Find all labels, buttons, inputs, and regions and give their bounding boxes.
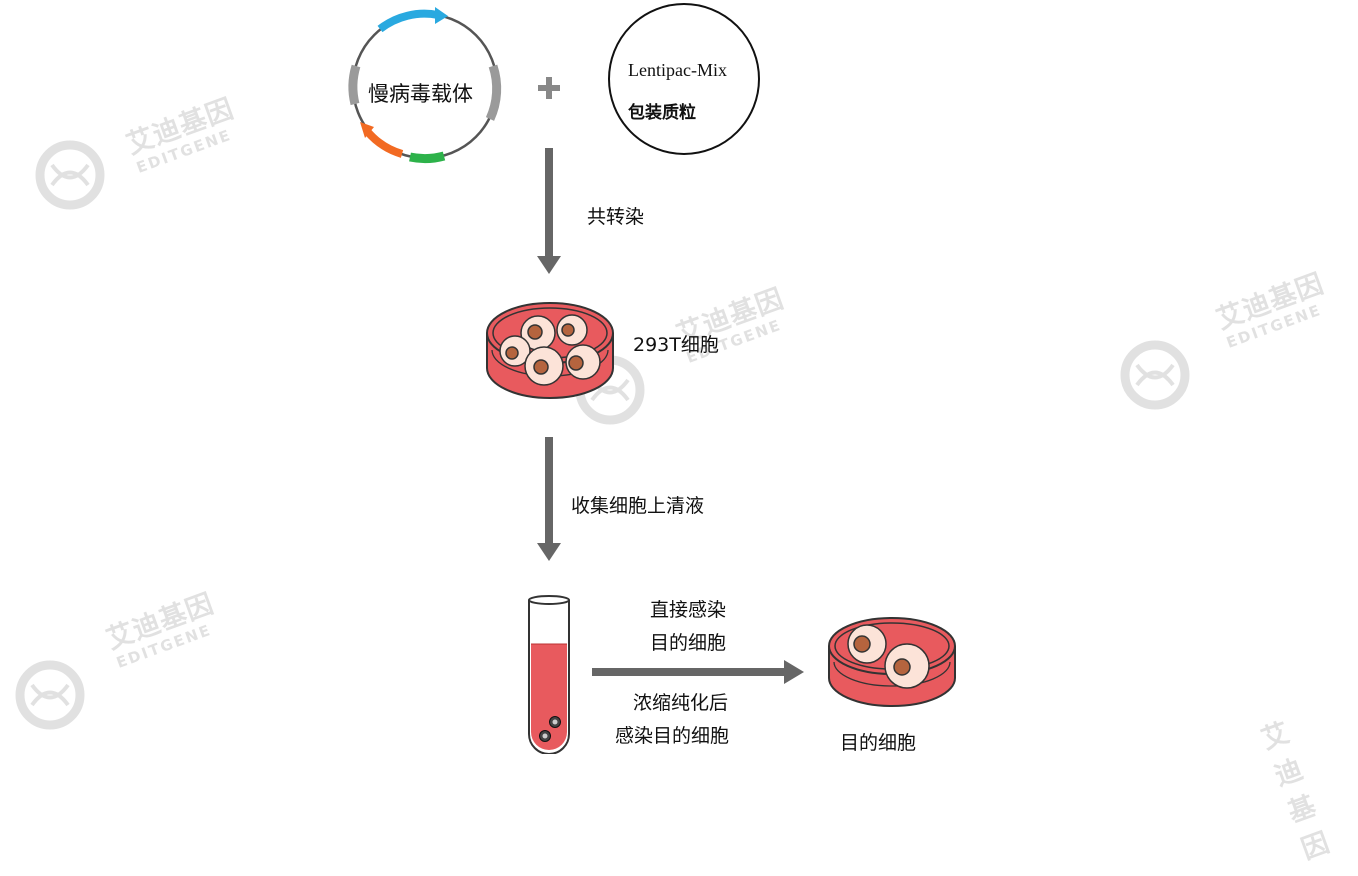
packaging-plasmid: Lentipac-Mix 包装质粒: [608, 3, 760, 155]
plasmid-circle-icon: [348, 7, 502, 164]
dna-virus-logo-icon: [1120, 340, 1190, 410]
direct-infect-line2: 目的细胞: [650, 632, 727, 654]
step-collect-supernatant: 收集细胞上清液: [571, 495, 705, 517]
cell-line-label: 293T细胞: [633, 334, 719, 356]
watermark-brand-cn: 艾迪基因: [1257, 717, 1335, 866]
culture-dish-icon: [486, 302, 614, 399]
concentrate-line1: 浓缩纯化后: [633, 692, 729, 714]
plus-icon: [538, 77, 560, 99]
packaging-subtitle: 包装质粒: [628, 103, 696, 123]
culture-dish-icon: [828, 617, 956, 707]
direct-infect-line1: 直接感染: [650, 599, 727, 621]
arrow-down-icon: [537, 437, 561, 561]
vector-label: 慢病毒载体: [368, 82, 473, 106]
centrifuge-tube-icon: [528, 595, 570, 754]
dna-virus-logo-icon: [15, 660, 85, 730]
step-cotransfect: 共转染: [587, 206, 645, 228]
concentrate-line2: 感染目的细胞: [615, 725, 730, 747]
packaging-name: Lentipac-Mix: [628, 60, 727, 80]
dna-virus-logo-icon: [35, 140, 105, 210]
arrow-right-icon: [592, 660, 804, 684]
arrow-down-icon: [537, 148, 561, 274]
target-cells-label: 目的细胞: [840, 732, 917, 754]
